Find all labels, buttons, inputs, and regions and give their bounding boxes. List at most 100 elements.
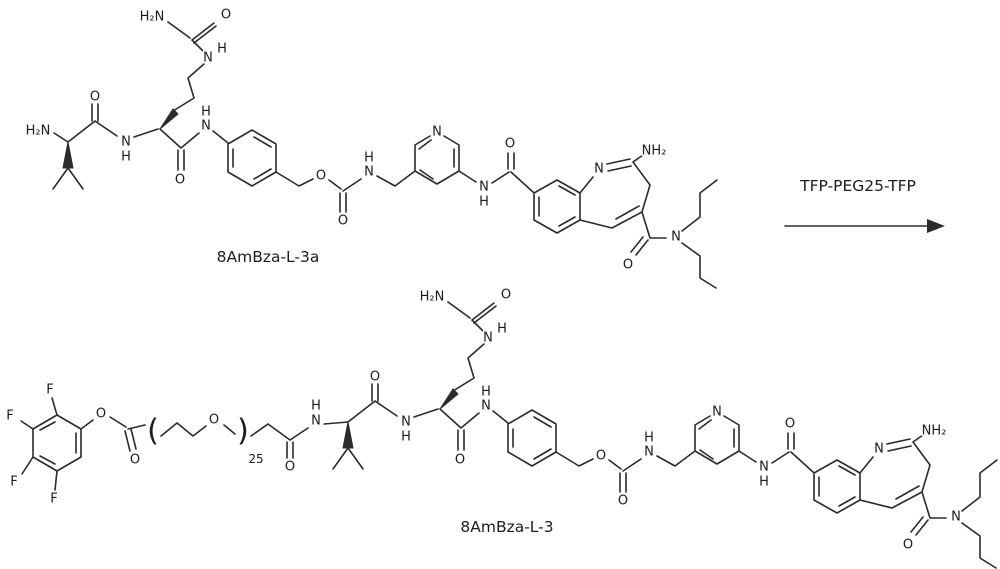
dipropylamide-bonds — [641, 179, 718, 289]
valine-bonds — [52, 120, 118, 190]
pyridine-double-bonds — [418, 139, 455, 180]
atom-label: O — [501, 288, 511, 303]
atom-label: O — [596, 449, 606, 464]
peg-repeat-count: 25 — [248, 452, 263, 466]
atom-label: O — [903, 538, 913, 553]
atom-label: O — [175, 173, 185, 188]
atom-label: N — [311, 414, 321, 429]
molecule-core-skeleton — [52, 21, 718, 289]
atom-label: N — [201, 119, 211, 134]
ester-carbonyl-double-bond — [124, 428, 137, 452]
atom-label: O — [90, 90, 100, 105]
product-extension-bonds — [20, 397, 349, 491]
tetrafluorophenyl-ring — [32, 414, 82, 472]
anilide-ring-bond — [212, 130, 229, 144]
atom-label: O — [623, 258, 633, 273]
atom-label: O — [505, 137, 515, 152]
atom-label: N — [594, 162, 604, 177]
atom-label: H — [759, 475, 769, 490]
urea-bonds — [167, 21, 205, 112]
atom-label: NH₂ — [922, 424, 947, 439]
atom-label: O — [316, 169, 326, 184]
tetrafluorophenyl-double-bonds — [39, 421, 77, 465]
atom-label: H₂N — [26, 124, 51, 139]
urea-carbonyl-double-bond — [191, 22, 217, 44]
atom-label: N — [644, 445, 654, 460]
reactant-name-label: 8AmBza-L-3a — [217, 248, 320, 266]
atom-label: N — [483, 331, 493, 346]
valine-carbonyl-double-bond — [91, 103, 99, 122]
atom-label: N — [759, 460, 769, 475]
paren-glyph: ) — [237, 414, 249, 449]
atom-label: O — [785, 417, 795, 432]
tfp-ester-bonds — [80, 416, 146, 430]
atom-label: H — [217, 42, 227, 57]
atom-label: O — [618, 494, 628, 509]
azepine-ring-bonds — [579, 154, 651, 229]
atom-label: N — [121, 135, 131, 150]
reactant-amine-bond — [53, 132, 69, 143]
dipropylamide-carbonyl-double-bond — [630, 236, 649, 256]
atom-label: H — [479, 195, 489, 210]
atom-label: O — [285, 460, 295, 475]
valine-stereo-wedge — [62, 141, 74, 169]
atom-label: N — [671, 230, 681, 245]
atom-label: H₂N — [140, 10, 165, 25]
atom-label: F — [50, 492, 57, 507]
benzyl-carbamate-bonds — [275, 170, 416, 192]
atom-label: H — [644, 431, 654, 446]
atom-label: N — [364, 165, 374, 180]
reaction-arrow-head — [927, 219, 945, 233]
benzazepine-amide-carbonyl-double-bond — [507, 152, 515, 170]
fluorine-bonds — [20, 397, 58, 491]
atom-label: N — [951, 510, 961, 525]
atom-label: H — [121, 150, 131, 165]
atom-label: F — [10, 475, 17, 490]
aniline-ring-double-bonds — [232, 136, 272, 180]
atom-label: N — [481, 399, 491, 414]
atom-label: O — [370, 370, 380, 385]
benzazepine-benzene-double-bonds — [538, 185, 576, 227]
atom-label: F — [6, 409, 13, 424]
carbamate-carbonyl-double-bond — [339, 192, 347, 213]
ornithine-carbonyl-double-bond — [177, 149, 185, 171]
peg-chain-bonds — [160, 421, 349, 441]
atom-label: H — [201, 105, 211, 120]
atom-label: N — [479, 180, 489, 195]
atom-label: O — [209, 413, 219, 428]
atom-label: O — [96, 407, 106, 422]
pyridine-amide-bonds — [458, 170, 534, 193]
atom-label: N — [203, 51, 213, 66]
atom-label: H — [497, 322, 507, 337]
atom-label: H — [401, 430, 411, 445]
atom-label: O — [338, 214, 348, 229]
ornithine-stereo-wedge — [159, 108, 179, 130]
atom-label: N — [874, 442, 884, 457]
atom-label: NH₂ — [642, 144, 667, 159]
atom-label: H — [481, 385, 491, 400]
atom-label: N — [401, 415, 411, 430]
atom-label: H — [364, 151, 374, 166]
product-name-label: 8AmBza-L-3 — [460, 518, 553, 536]
product-core-skeleton — [332, 301, 998, 569]
atom-label: H₂N — [420, 290, 445, 305]
pyridine-ring — [414, 135, 460, 185]
atom-label: N — [432, 125, 442, 140]
atom-label: N — [712, 405, 722, 420]
atom-label: O — [455, 453, 465, 468]
atom-label: H — [311, 399, 321, 414]
atom-label: F — [46, 383, 53, 398]
atom-label: O — [221, 8, 231, 23]
atom-label: O — [130, 453, 140, 468]
peg-amide-carbonyl-double-bond — [286, 441, 294, 459]
reaction-arrow-group: TFP-PEG25-TFP — [784, 176, 945, 233]
azepine-double-bonds — [606, 158, 640, 220]
aniline-benzene-ring — [227, 129, 277, 187]
benzazepine-benzene-ring — [533, 179, 581, 234]
